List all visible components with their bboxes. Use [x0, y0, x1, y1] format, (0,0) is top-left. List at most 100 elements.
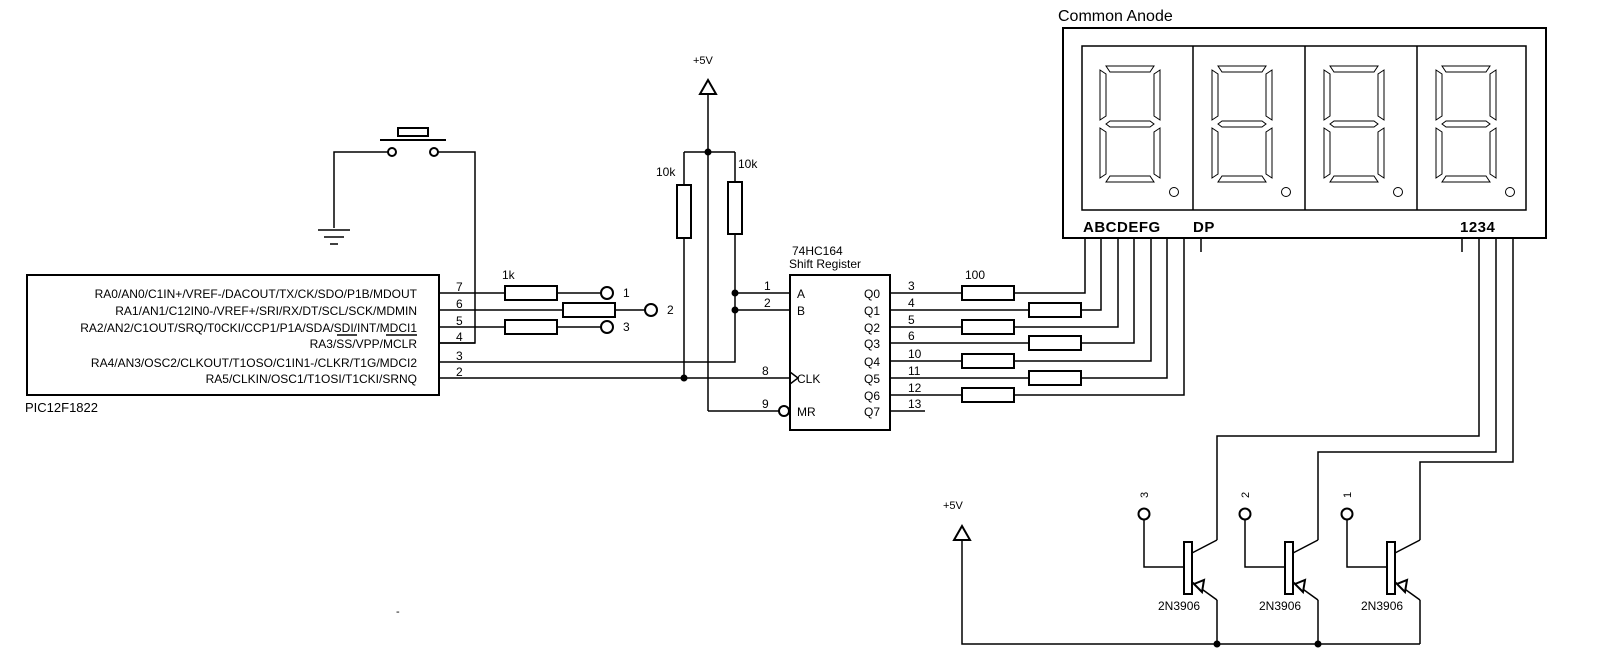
sr-output-name: Q4: [864, 355, 880, 369]
mcu-terminals: 1 2 3: [600, 286, 674, 334]
segment-c: [1153, 127, 1161, 179]
transistor-model: 2N3906: [1158, 599, 1200, 613]
mcu-wiring: [439, 292, 790, 379]
digit-wiring: [1216, 238, 1514, 540]
pnp-transistor-2: 2 2N3906: [1238, 492, 1319, 644]
transistors: 3 2N3906 2 2N3906 1 2N3906: [1137, 492, 1421, 644]
segment-d: [1105, 175, 1155, 183]
mcu-pin-name: RA4/AN3/OSC2/CLKOUT/T1OSO/C1IN1-/CLKR/T1…: [91, 356, 417, 370]
segment-resistor-label: 100: [965, 268, 985, 282]
base-bar: [1183, 541, 1193, 595]
sr-output-number: 11: [908, 364, 921, 378]
resistor-1k-label: 1k: [502, 268, 516, 282]
sr-input-name: CLK: [797, 372, 820, 386]
mcu-pin-name: RA0/AN0/C1IN+/VREF-/DACOUT/TX/CK/SDO/P1B…: [95, 287, 418, 301]
mcu-pin-number: 3: [456, 349, 463, 363]
base-lead: [1143, 520, 1184, 568]
segment-f: [1323, 69, 1331, 121]
segment-b: [1153, 69, 1161, 121]
upper-lead: [1292, 539, 1319, 554]
digit-pin-labels: 1234: [1460, 219, 1496, 236]
pnp-transistor-1: 3 2N3906: [1137, 492, 1218, 644]
stray-mark: -: [396, 606, 400, 618]
supply-bottom-label: +5V: [943, 500, 964, 512]
segment-f: [1211, 69, 1219, 121]
segment-c: [1377, 127, 1385, 179]
decimal-point: [1393, 187, 1403, 197]
sr-output-number: 5: [908, 313, 915, 327]
display-title: Common Anode: [1058, 8, 1173, 25]
digit-1: [1099, 65, 1179, 197]
base-bar: [1284, 541, 1294, 595]
push-button: [380, 127, 446, 157]
segment-a: [1105, 65, 1155, 73]
sr-output-name: Q0: [864, 287, 880, 301]
segment-d: [1441, 175, 1491, 183]
shift-register-chip: 74HC164 Shift Register: [778, 244, 891, 431]
mcu-pin-number: 5: [456, 314, 463, 328]
segment-c: [1265, 127, 1273, 179]
sr-output-name: Q3: [864, 337, 880, 351]
segment-b: [1265, 69, 1273, 121]
segment-e: [1211, 127, 1219, 179]
base-terminal: [1137, 507, 1151, 521]
mcu-pin-number: 7: [456, 280, 463, 294]
digit-4: [1435, 65, 1515, 197]
pnp-transistor-3: 1 2N3906: [1340, 492, 1421, 644]
decimal-point: [1505, 187, 1515, 197]
mcu-pin-name: RA1/AN1/C12IN0-/VREF+/SRI/RX/DT/SCL/SCK/…: [115, 304, 417, 318]
sr-output-name: Q7: [864, 405, 880, 419]
segment-e: [1323, 127, 1331, 179]
sr-output-name: Q5: [864, 372, 880, 386]
segment-b: [1489, 69, 1497, 121]
base-bar: [1386, 541, 1396, 595]
base-number: 2: [1240, 492, 1252, 498]
segment-a: [1217, 65, 1267, 73]
display-digits: [1099, 65, 1515, 197]
digit-3: [1323, 65, 1403, 197]
sr-input-name: MR: [797, 405, 816, 419]
decimal-point: [1169, 187, 1179, 197]
mcu-pin-number: 6: [456, 297, 463, 311]
mcu-pin-name: RA5/CLKIN/OSC1/T1OSI/T1CKI/SRNQ: [206, 372, 417, 386]
shift-register-desc: Shift Register: [789, 257, 861, 271]
supply-top: +5V: [683, 55, 779, 412]
segment-a: [1441, 65, 1491, 73]
base-number: 3: [1139, 492, 1151, 498]
transistor-model: 2N3906: [1361, 599, 1403, 613]
base-number: 1: [1342, 492, 1354, 498]
terminal-label-3: 3: [623, 320, 630, 334]
dp-pin-label: DP: [1193, 219, 1215, 236]
pullup-resistors: 10k 10k: [656, 157, 758, 239]
mcu-part-label: PIC12F1822: [25, 400, 98, 415]
terminal-label-1: 1: [623, 286, 630, 300]
mcu-pins: RA0/AN0/C1IN+/VREF-/DACOUT/TX/CK/SDO/P1B…: [80, 280, 475, 386]
segment-e: [1099, 127, 1107, 179]
mcu-pin-number: 4: [456, 330, 463, 344]
base-terminal: [1340, 507, 1354, 521]
mcu-pin-name: RA3/SS/VPP/MCLR: [310, 337, 418, 351]
sr-output-number: 10: [908, 347, 922, 361]
mcu-pin-name: RA2/AN2/C1OUT/SRQ/T0CKI/CCP1/P1A/SDA/SDI…: [80, 321, 417, 335]
sr-input-name: A: [797, 287, 805, 301]
sr-input-name: B: [797, 304, 805, 318]
segment-f: [1099, 69, 1107, 121]
emitter-arrow: [1395, 578, 1409, 595]
sr-input-number: 9: [762, 397, 769, 411]
segment-b: [1377, 69, 1385, 121]
transistor-model: 2N3906: [1259, 599, 1301, 613]
shift-register-part: 74HC164: [792, 244, 843, 258]
sr-input-number: 2: [764, 296, 771, 310]
decimal-point: [1281, 187, 1291, 197]
ground-symbol: [318, 229, 350, 245]
segment-pin-labels: ABCDEFG: [1083, 219, 1161, 236]
sr-output-number: 13: [908, 397, 922, 411]
emitter-arrow: [1192, 578, 1206, 595]
segment-wiring: [890, 238, 1463, 412]
segment-d: [1217, 175, 1267, 183]
digit-2: [1211, 65, 1291, 197]
seven-segment-display: Common Anode ABCDEFG DP 1234: [1058, 8, 1547, 239]
